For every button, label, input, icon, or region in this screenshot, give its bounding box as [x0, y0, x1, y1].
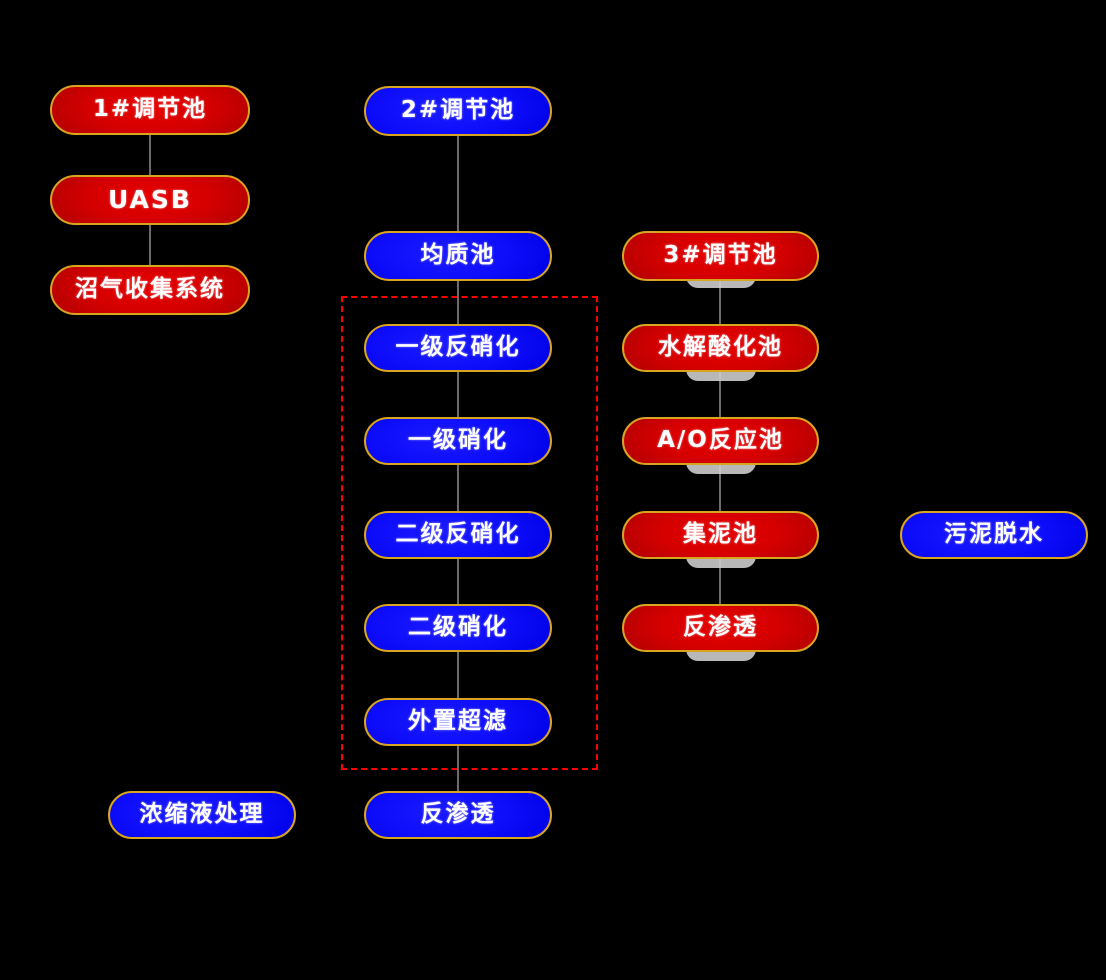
process-node-label: 反渗透 — [420, 800, 496, 827]
connector-line — [719, 559, 721, 604]
process-node-label: 3#调节池 — [663, 241, 778, 268]
process-node-label: 污泥脱水 — [944, 520, 1044, 547]
process-node-label: A/O反应池 — [657, 426, 784, 453]
connector-line — [719, 372, 721, 417]
connector-line — [457, 372, 459, 417]
process-node-n18[interactable]: 反渗透 — [364, 791, 552, 839]
process-node-n3[interactable]: 沼气收集系统 — [50, 265, 250, 315]
process-node-n10[interactable]: 外置超滤 — [364, 698, 552, 746]
process-node-label: 二级硝化 — [408, 613, 508, 640]
process-node-label: 2#调节池 — [400, 96, 516, 123]
connector-line — [149, 135, 151, 175]
connector-line — [457, 281, 459, 324]
process-node-label: 一级反硝化 — [395, 333, 521, 360]
process-node-n14[interactable]: 集泥池 — [622, 511, 819, 559]
membrane-bioreactor-group-box — [341, 296, 598, 770]
connector-line — [457, 465, 459, 511]
process-node-n12[interactable]: 水解酸化池 — [622, 324, 819, 372]
process-node-n17[interactable]: 浓缩液处理 — [108, 791, 296, 839]
process-node-label: UASB — [108, 184, 192, 214]
process-node-n1[interactable]: 1#调节池 — [50, 85, 250, 135]
process-node-n16[interactable]: 污泥脱水 — [900, 511, 1088, 559]
process-node-n8[interactable]: 二级反硝化 — [364, 511, 552, 559]
connector-line — [719, 465, 721, 511]
process-node-n4[interactable]: 2#调节池 — [364, 86, 552, 136]
process-node-label: 1#调节池 — [92, 95, 208, 122]
process-node-n7[interactable]: 一级硝化 — [364, 417, 552, 465]
process-node-label: 均质池 — [420, 241, 496, 268]
process-node-label: 浓缩液处理 — [139, 800, 265, 827]
process-node-label: 二级反硝化 — [395, 520, 521, 547]
connector-line — [719, 281, 721, 324]
connector-line — [457, 746, 459, 791]
process-node-label: 外置超滤 — [408, 707, 508, 734]
connector-line — [457, 652, 459, 698]
process-node-n13[interactable]: A/O反应池 — [622, 417, 819, 465]
connector-line — [149, 225, 151, 265]
process-node-label: 水解酸化池 — [658, 333, 783, 360]
process-node-n6[interactable]: 一级反硝化 — [364, 324, 552, 372]
process-node-n11[interactable]: 3#调节池 — [622, 231, 819, 281]
process-node-label: 反渗透 — [683, 613, 758, 640]
process-node-n5[interactable]: 均质池 — [364, 231, 552, 281]
process-node-n9[interactable]: 二级硝化 — [364, 604, 552, 652]
process-node-label: 一级硝化 — [408, 426, 508, 453]
process-node-label: 集泥池 — [683, 520, 758, 547]
connector-line — [457, 136, 459, 231]
process-node-n2[interactable]: UASB — [50, 175, 250, 225]
process-node-n15[interactable]: 反渗透 — [622, 604, 819, 652]
connector-line — [457, 559, 459, 604]
process-node-label: 沼气收集系统 — [75, 275, 225, 302]
